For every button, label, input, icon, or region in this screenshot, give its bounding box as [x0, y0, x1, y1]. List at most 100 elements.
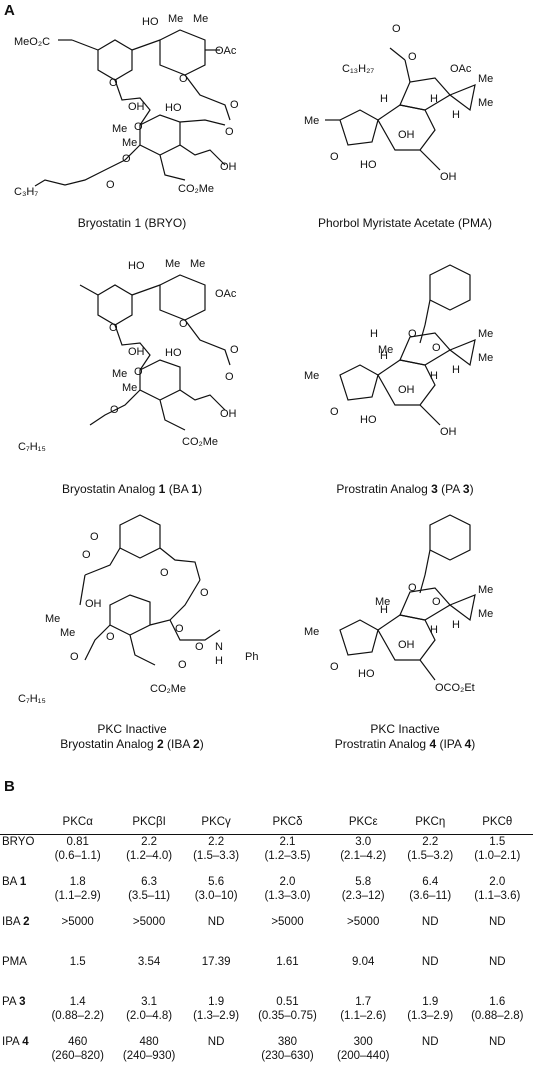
iba2-label: Me [45, 613, 60, 625]
table-cell: ND [185, 915, 248, 955]
iba2-label: H [215, 655, 223, 667]
table-cell: 2.2(1.5–3.3) [185, 835, 248, 875]
cell-value: >5000 [347, 915, 380, 928]
table-cell: 1.4(0.88–2.2) [42, 995, 113, 1035]
cell-confidence-interval: (230–630) [261, 1049, 314, 1062]
panel-b-label: B [4, 778, 15, 795]
ipa4-label: H [452, 619, 460, 631]
cell-confidence-interval: (1.3–3.0) [264, 889, 311, 902]
table-cell: 1.61 [247, 955, 327, 995]
pma-label: H [380, 93, 388, 105]
pa3-ring-c [399, 332, 451, 366]
ipa4-ring-b [377, 614, 436, 661]
table-cell: 1.9(1.3–2.9) [185, 995, 248, 1035]
pa3-label: O [408, 328, 417, 340]
iba2-label: CO₂Me [150, 683, 186, 695]
iba2-label: C₇H₁₅ [18, 693, 46, 705]
cell-value: ND [421, 955, 439, 968]
ipa4-adamantane [429, 514, 471, 561]
pma-label: C₁₃H₂₇ [342, 63, 374, 75]
bryo-label: HO [165, 102, 182, 114]
pa3-label: H [370, 328, 378, 340]
cell-value: 1.9 [422, 995, 439, 1008]
iba2-label: O [106, 631, 115, 643]
cell-confidence-interval: (2.1–4.2) [340, 850, 387, 862]
cell-confidence-interval: (3.0–10) [194, 889, 238, 902]
pa3-adamantane [429, 264, 471, 311]
cell-confidence-interval: (1.1–2.9) [54, 889, 101, 902]
bryo-label: OAc [215, 45, 237, 57]
cell-confidence-interval: (1.1–3.6) [474, 889, 521, 902]
pma-label: O [330, 151, 339, 163]
ba1-label: Me [165, 258, 180, 270]
pa3-label: O [432, 342, 441, 354]
bryo-ring-a [97, 39, 133, 81]
bryo-diene-chain [34, 144, 141, 187]
bryo-label: O [106, 179, 115, 191]
ba1-bond [79, 284, 99, 296]
iba2-bond [129, 634, 156, 666]
cell-confidence-interval: (0.88–2.2) [51, 1009, 104, 1022]
ipa4-label: OCO₂Et [435, 682, 475, 694]
pma-label: H [452, 109, 460, 121]
ba1-ring-c [139, 359, 181, 401]
ba1-label: OAc [215, 288, 237, 300]
cell-confidence-interval: (200–440) [336, 1049, 390, 1062]
table-cell: 3.1(2.0–4.8) [113, 995, 184, 1035]
table-cell: 1.6(0.88–2.8) [462, 995, 533, 1035]
ba1-label: O [134, 366, 143, 378]
table-cell: 1.9(1.3–2.9) [399, 995, 462, 1035]
bryo-label: C₃H₇ [14, 186, 38, 198]
cell-value: 0.51 [276, 995, 299, 1008]
iba2-label: O [178, 659, 187, 671]
cell-value: 17.39 [201, 955, 231, 968]
cell-value: 3.1 [141, 995, 158, 1008]
table-header-blank [0, 810, 42, 835]
table-cell: 0.51(0.35–0.75) [247, 995, 327, 1035]
table-cell: 2.0(1.3–3.0) [247, 875, 327, 915]
ba1-label: O [110, 404, 119, 416]
ipa4-label: O [408, 582, 417, 594]
row-label: PA 3 [2, 995, 26, 1008]
cell-value: 2.0 [279, 875, 296, 888]
bryo-label: MeO₂C [14, 36, 50, 48]
pma-caption: Phorbol Myristate Acetate (PMA) [317, 216, 493, 230]
bryo-label: O [225, 126, 234, 138]
ba1-macro-chain [184, 319, 231, 366]
ba1-label: OH [128, 346, 145, 358]
table-cell: ND [399, 955, 462, 995]
ba1-bond [159, 399, 186, 431]
cell-value: 2.2 [422, 836, 439, 848]
bryo-ring-c [139, 114, 181, 156]
table-cell: 6.3(3.5–11) [113, 875, 184, 915]
ba1-bond [179, 389, 226, 411]
pa3-label: O [330, 406, 339, 418]
cell-confidence-interval: (1.3–2.9) [193, 1009, 240, 1022]
cell-confidence-interval: (1.5–3.2) [407, 850, 454, 862]
cell-value: 1.4 [69, 995, 86, 1008]
iba2-label: O [70, 651, 79, 663]
pma-ring-b [377, 104, 436, 151]
bryo-label: OH [128, 101, 145, 113]
table-cell: 0.81(0.6–1.1) [42, 835, 113, 875]
bryostatin-1-caption: Bryostatin 1 (BRYO) [77, 216, 187, 230]
table-header-cell: PKCε [348, 816, 378, 828]
pa3-label: OH [440, 426, 457, 438]
table-cell: ND [462, 1035, 533, 1075]
pa3-label: Me [304, 370, 319, 382]
ba1-label: O [109, 322, 118, 334]
iba2-caption-line1: PKC Inactive [97, 722, 167, 736]
iba2-label: Me [60, 627, 75, 639]
table-header-cell: PKCγ [201, 816, 231, 828]
cell-value: 1.6 [489, 995, 506, 1008]
table-cell: ND [185, 1035, 248, 1075]
cell-confidence-interval: (260–820) [51, 1049, 104, 1062]
iba2-bond [79, 574, 86, 606]
bryo-label: Me [168, 13, 183, 25]
cell-confidence-interval: (1.2–4.0) [126, 850, 173, 862]
table-header-cell: PKCδ [272, 816, 303, 828]
